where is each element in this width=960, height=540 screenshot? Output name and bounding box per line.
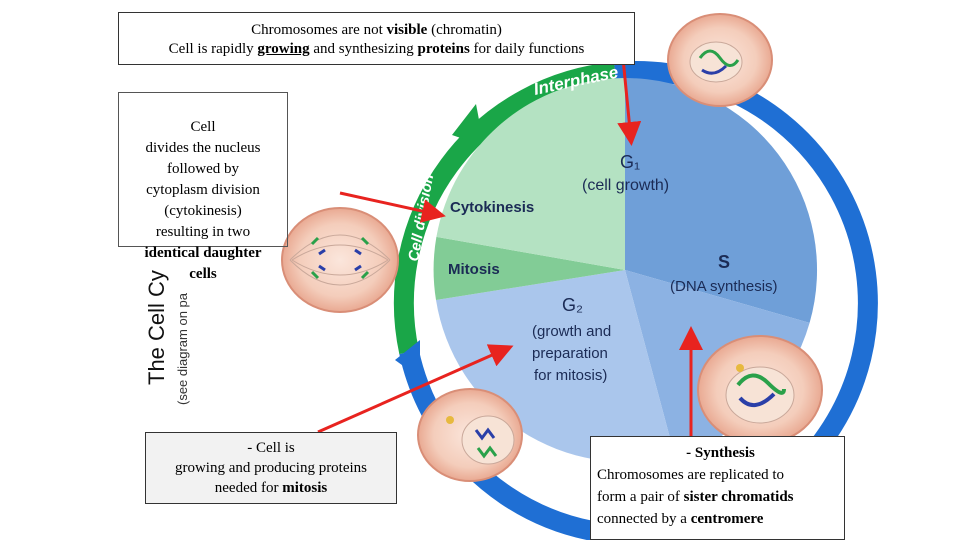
arrow-to-g2 (317, 344, 514, 434)
note-line: growing and producing proteins (174, 460, 368, 476)
note-line: cells (189, 266, 217, 282)
note-line: cytoplasm division (146, 182, 260, 198)
note-line: needed for mitosis (214, 480, 328, 496)
note-line: connected by a centromere (597, 511, 764, 527)
division-ring (393, 62, 616, 355)
s-label: S (718, 252, 730, 272)
g2-label: G₂ (562, 295, 583, 315)
g2-sector (436, 270, 675, 462)
cell-image-g1 (667, 13, 773, 107)
s-sublabel: (DNA synthesis) (670, 278, 778, 295)
note-line: identical daughter (144, 245, 262, 261)
g2-note: - Cell is growing and producing proteins… (145, 432, 397, 504)
cytokinesis-sector (436, 78, 625, 270)
g2-sublabel-1: (growth and (532, 323, 611, 340)
mitosis-label: Mitosis (448, 261, 500, 278)
ring-arrowhead-blue (395, 340, 420, 378)
g1-sector (625, 78, 818, 323)
note-line: Cell is rapidly growing and synthesizing… (168, 41, 585, 57)
note-line: Chromosomes are replicated to (597, 467, 785, 483)
g2-sublabel-3: for mitosis) (534, 367, 607, 384)
note-line: divides the nucleus (145, 140, 261, 156)
cell-image-mitosis (281, 207, 399, 313)
cytokinesis-label: Cytokinesis (450, 199, 534, 216)
interphase-g1-note: Chromosomes are not visible (chromatin) … (118, 12, 635, 65)
synthesis-note: - Synthesis Chromosomes are replicated t… (590, 436, 845, 540)
g1-sublabel: (cell growth) (582, 177, 669, 194)
cell-image-synthesis (697, 335, 823, 445)
g2-sublabel-2: preparation (532, 345, 608, 362)
cell-image-cytokinesis (330, 108, 343, 130)
note-line: Cell (190, 119, 216, 135)
mitosis-sector (433, 236, 625, 300)
note-line: form a pair of sister chromatids (597, 489, 794, 505)
note-line: Chromosomes are not visible (chromatin) (251, 22, 502, 38)
note-line: followed by (166, 161, 240, 177)
note-line: - Cell is (247, 440, 295, 456)
note-line: resulting in two (155, 224, 251, 240)
slide-title: The Cell Cy (144, 270, 169, 385)
arrow-to-cytokinesis (339, 191, 446, 223)
slide-subtitle: (see diagram on pa (175, 292, 190, 405)
note-line: (cytokinesis) (164, 203, 242, 219)
cell-image-g2 (417, 388, 523, 482)
note-title: - Synthesis (686, 445, 755, 461)
ring-arrowhead-green (452, 104, 484, 146)
g1-label: G₁ (620, 152, 640, 172)
cell-division-note: Cell divides the nucleus followed by cyt… (118, 92, 288, 282)
